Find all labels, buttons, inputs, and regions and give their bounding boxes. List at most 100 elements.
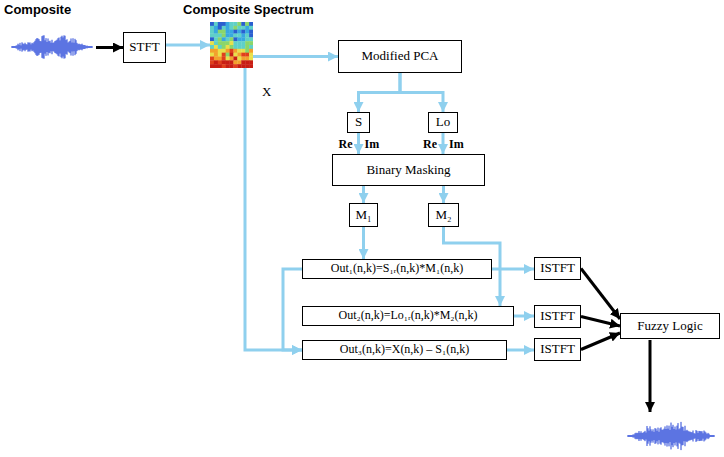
spectrogram-image	[210, 22, 253, 68]
wave-stroke	[667, 425, 668, 446]
wave-stroke	[682, 427, 683, 446]
wave-stroke	[666, 429, 667, 443]
spectrogram-cell	[226, 57, 230, 61]
spectrogram-cell	[237, 57, 241, 61]
wave-stroke	[14, 46, 15, 48]
spectrogram-cell	[233, 53, 237, 57]
box-label: M₁	[355, 208, 371, 222]
spectrogram-cell	[241, 64, 245, 68]
wave-stroke	[51, 43, 52, 52]
wave-stroke	[668, 429, 669, 444]
wave-stroke	[657, 431, 658, 442]
box-label: Binary Masking	[366, 163, 450, 177]
wave-stroke	[702, 431, 703, 440]
matrix-box: S	[347, 112, 370, 133]
wave-stroke	[637, 433, 638, 439]
wave-stroke	[660, 428, 661, 443]
wave-stroke	[652, 431, 653, 441]
spectrogram-cell	[245, 45, 249, 49]
wave-stroke	[714, 435, 715, 437]
spectrogram-cell	[249, 45, 253, 49]
spectrogram-cell	[237, 49, 241, 53]
spectrogram-cell	[237, 41, 241, 45]
wave-stroke	[80, 44, 81, 50]
box-label: Fuzzy Logic	[637, 319, 702, 333]
spectrogram-cell	[241, 53, 245, 57]
wave-stroke	[712, 435, 713, 437]
wave-stroke	[630, 435, 631, 437]
wave-stroke	[647, 426, 648, 446]
wave-stroke	[38, 39, 39, 56]
wave-stroke	[17, 45, 18, 48]
flow-arrow	[581, 269, 620, 320]
spectrogram-cell	[245, 34, 249, 38]
wave-stroke	[79, 44, 80, 51]
wave-stroke	[655, 428, 656, 444]
part-label: Im	[449, 138, 464, 151]
mask-box: M₂	[428, 203, 459, 227]
wave-stroke	[86, 46, 87, 48]
spectrogram-cell	[241, 22, 245, 26]
spectrogram-cell	[210, 49, 214, 53]
part-label: Re	[339, 138, 353, 151]
spectrogram-cell	[214, 57, 218, 61]
spectrogram-cell	[245, 57, 249, 61]
spectrogram-cell	[245, 30, 249, 34]
spectrogram-cell	[218, 64, 222, 68]
spectrogram-cell	[230, 26, 234, 30]
wave-stroke	[58, 38, 59, 56]
process-box: Fuzzy Logic	[620, 313, 720, 339]
spectrogram-cell	[222, 53, 226, 57]
wave-stroke	[635, 433, 636, 438]
mask-box: M₁	[349, 203, 378, 227]
part-label: Re	[423, 138, 437, 151]
wave-stroke	[638, 433, 639, 440]
flow-arrow	[357, 133, 360, 154]
wave-stroke	[81, 44, 82, 49]
wave-stroke	[83, 45, 84, 49]
spectrogram-cell	[241, 41, 245, 45]
spectrogram-cell	[218, 60, 222, 64]
wave-stroke	[26, 44, 27, 50]
wave-stroke	[683, 427, 684, 445]
flow-arrow	[581, 317, 620, 327]
wave-stroke	[651, 429, 652, 442]
spectrogram-cell	[222, 34, 226, 38]
spectrogram-cell	[210, 41, 214, 45]
spectrogram-cell	[214, 30, 218, 34]
spectrogram-cell	[214, 45, 218, 49]
wave-stroke	[90, 46, 91, 48]
wave-stroke	[56, 41, 57, 54]
spectrogram-cell	[230, 30, 234, 34]
wave-stroke	[709, 434, 710, 438]
spectrogram-cell	[226, 22, 230, 26]
flow-arrow	[514, 315, 534, 318]
wave-stroke	[706, 433, 707, 440]
part-label: Im	[365, 138, 380, 151]
spectrogram-cell	[222, 60, 226, 64]
flow-arrow	[400, 73, 443, 112]
spectrogram-cell	[230, 57, 234, 61]
wave-stroke	[677, 426, 678, 447]
spectrogram-cell	[230, 22, 234, 26]
wave-stroke	[64, 35, 65, 58]
input-waveform	[12, 35, 92, 58]
wave-stroke	[705, 432, 706, 441]
spectrogram-cell	[249, 49, 253, 53]
spectrogram-cell	[226, 60, 230, 64]
spectrogram-cell	[218, 41, 222, 45]
spectrogram-cell	[210, 53, 214, 57]
wave-stroke	[646, 432, 647, 439]
spectrogram-cell	[233, 30, 237, 34]
spectrogram-cell	[233, 26, 237, 30]
spectrogram-cell	[218, 49, 222, 53]
wave-stroke	[669, 426, 670, 447]
wave-stroke	[88, 46, 89, 48]
spectrogram-cell	[226, 49, 230, 53]
flow-arrow	[442, 133, 445, 154]
wave-stroke	[704, 431, 705, 442]
signal-heading: Composite	[4, 3, 71, 17]
spectrogram-cell	[210, 30, 214, 34]
wave-stroke	[37, 38, 38, 56]
spectrogram-cell	[210, 34, 214, 38]
